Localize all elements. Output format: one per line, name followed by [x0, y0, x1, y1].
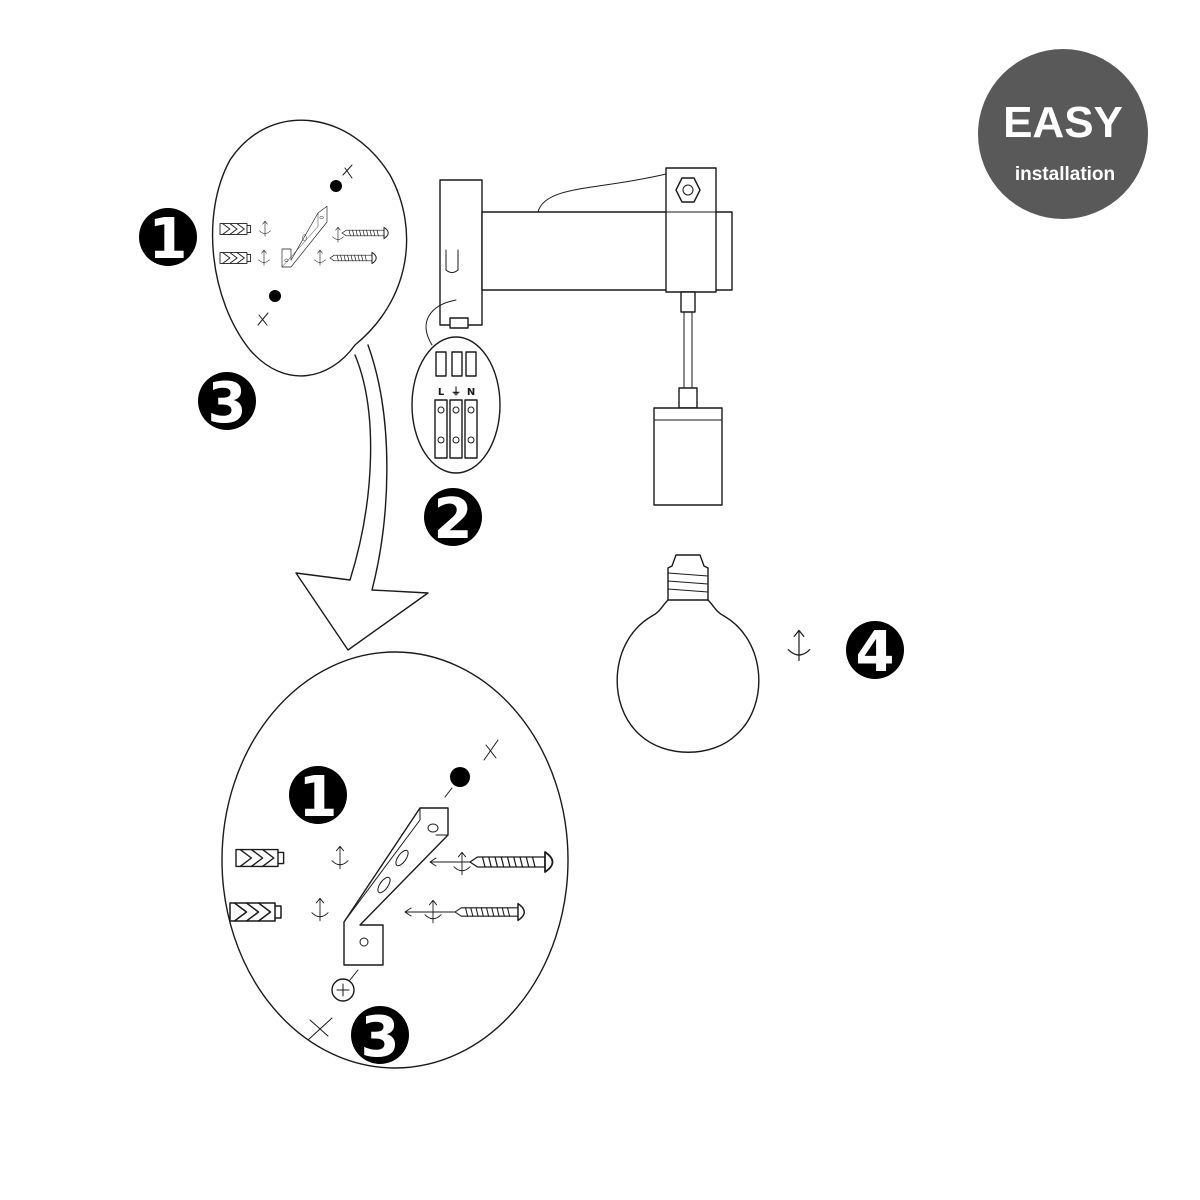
step-1-badge-top: 1: [139, 207, 197, 272]
mounting-bracket: [343, 807, 449, 966]
screw-head-icon: [269, 290, 281, 302]
curved-arrow-icon: [295, 344, 429, 651]
svg-text:2: 2: [434, 487, 473, 552]
badge-subtitle: installation: [1015, 164, 1115, 185]
badge-circle: [978, 49, 1148, 219]
terminal-block: L ⏚ N: [434, 351, 478, 459]
screw-head-icon: [450, 767, 470, 787]
svg-text:3: 3: [361, 1005, 400, 1070]
wall-plug-icon: [229, 902, 282, 922]
svg-text:3: 3: [208, 371, 247, 436]
step-1-badge-bottom: 1: [289, 765, 347, 830]
screw-icon: [454, 902, 526, 922]
step-4-badge: 4: [846, 620, 904, 685]
bulb-rotate-icon: [787, 629, 811, 662]
terminal-label-earth: ⏚: [451, 386, 461, 398]
mounting-detail-small: [211, 119, 429, 651]
terminal-label-n: N: [467, 387, 475, 398]
wiring-detail: [411, 336, 501, 474]
screw-head-icon: [330, 180, 342, 192]
svg-text:4: 4: [856, 620, 895, 685]
wall-plug-icon: [235, 848, 285, 868]
step-3-badge-top: 3: [198, 371, 256, 436]
svg-text:1: 1: [299, 765, 338, 830]
screw-icon: [469, 851, 554, 873]
svg-text:1: 1: [149, 207, 188, 272]
step-3-badge-bottom: 3: [351, 1005, 409, 1070]
badge-title: EASY: [1003, 98, 1123, 147]
light-bulb: [616, 554, 760, 753]
wall-lamp: L ⏚ N: [411, 167, 733, 506]
mounting-detail-large: 1 3: [221, 651, 569, 1070]
terminal-label-l: L: [438, 387, 445, 398]
easy-installation-badge: EASY installation: [978, 49, 1148, 219]
step-2-badge: 2: [424, 487, 482, 552]
